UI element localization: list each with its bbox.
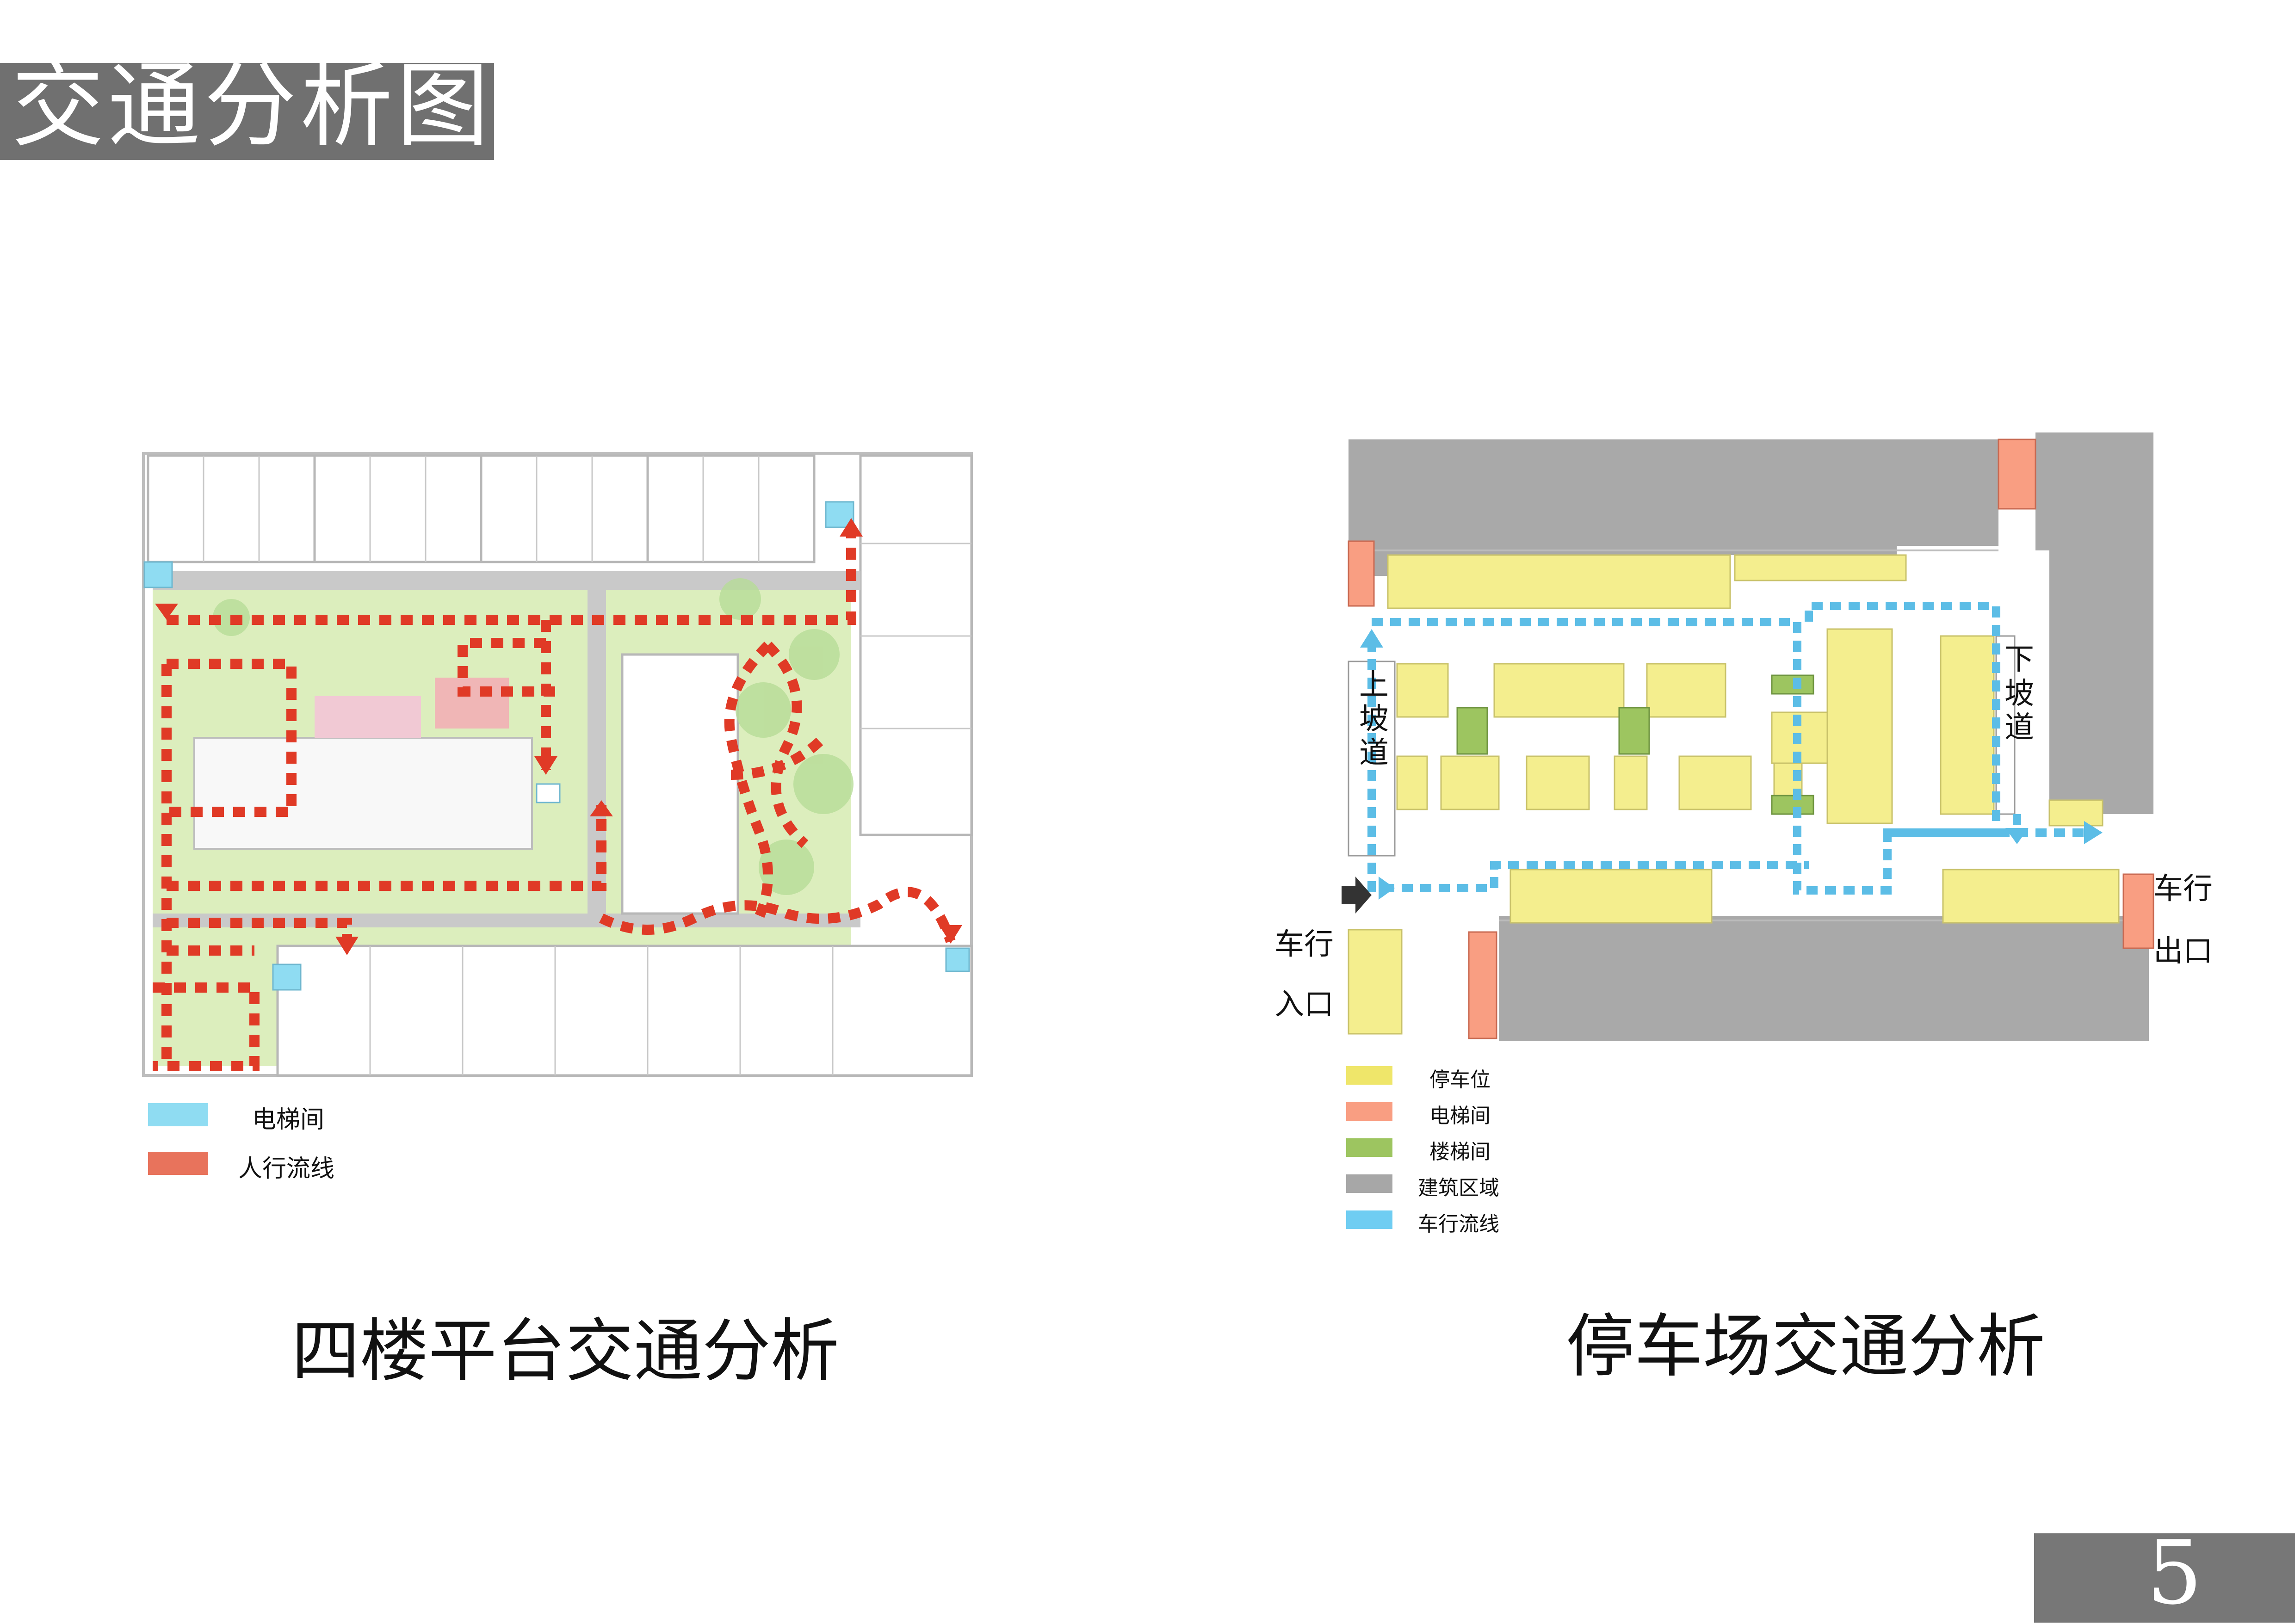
legend-label-parking: 停车位 — [1429, 1068, 1491, 1092]
page-number-box — [2034, 1533, 2295, 1623]
legend-label-stairs: 楼梯间 — [1429, 1140, 1491, 1164]
legend-swatch-vehicle-flow — [1346, 1210, 1392, 1229]
legend-swatch-building — [1346, 1174, 1392, 1193]
legend-swatch-parking — [1346, 1066, 1392, 1085]
legend-label-elevator-parking: 电梯间 — [1429, 1104, 1491, 1128]
legend-swatch-elevator-parking — [1346, 1102, 1392, 1121]
vehicle-exit-label-2: 出口 — [2153, 934, 2213, 969]
page-number: 5 — [2147, 1522, 2202, 1624]
ramp-up-label: 上坡道 — [1359, 668, 1389, 771]
legend-swatch-elevator — [148, 1103, 208, 1126]
legend-label-pedestrian: 人行流线 — [238, 1155, 335, 1183]
legend-swatch-stairs — [1346, 1138, 1392, 1157]
parking-plan — [1342, 432, 2154, 1041]
legend-swatch-pedestrian — [148, 1152, 208, 1175]
right-caption: 停车场交通分析 — [1566, 1307, 2045, 1386]
legend-label-elevator: 电梯间 — [252, 1106, 325, 1134]
legend-label-building: 建筑区域 — [1418, 1176, 1499, 1200]
platform-plan — [142, 452, 973, 1077]
page-title: 交通分析图 — [12, 52, 493, 160]
vehicle-entry-label-1: 车行 — [1274, 927, 1334, 962]
left-caption: 四楼平台交通分析 — [291, 1311, 839, 1391]
vehicle-exit-label-1: 车行 — [2153, 872, 2213, 906]
ramp-down-label: 下坡道 — [2004, 642, 2034, 745]
legend-label-vehicle-flow: 车行流线 — [1418, 1212, 1499, 1236]
vehicle-entry-label-2: 入口 — [1274, 988, 1334, 1022]
title-bar — [0, 63, 494, 160]
